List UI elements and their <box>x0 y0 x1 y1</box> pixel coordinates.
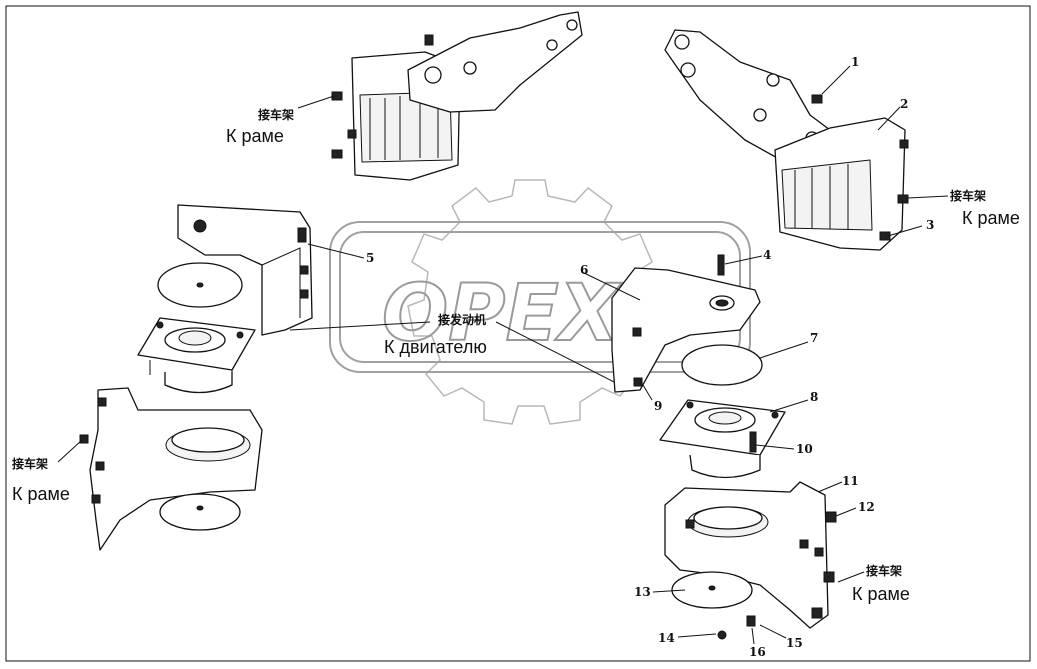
engine-cn: 接发动机 <box>438 312 486 327</box>
engine-ru: К двигателю <box>384 337 487 357</box>
part-label-15: 15 <box>786 636 803 650</box>
bracket-left-bottom <box>79 387 263 551</box>
part-label-1: 1 <box>851 55 859 69</box>
top-left-mount <box>331 11 583 181</box>
nut-14 <box>717 630 727 640</box>
top-right-frame-cn: 接车架 <box>950 188 986 203</box>
top-right-mount <box>664 29 909 251</box>
bracket-6 <box>611 254 761 393</box>
part-label-14: 14 <box>658 631 675 645</box>
diagram-border <box>5 5 1031 662</box>
bolt-16 <box>746 615 756 627</box>
bracket-11 <box>664 481 837 629</box>
washer-13-hole <box>708 585 716 591</box>
left-frame-ru: К раме <box>12 484 70 504</box>
part-label-11: 11 <box>842 474 859 488</box>
rubber-mount-8 <box>659 399 786 479</box>
part-label-9: 9 <box>654 399 662 413</box>
bracket-5 <box>177 204 313 336</box>
washer-7 <box>681 344 763 386</box>
top-right-frame-ru: К раме <box>962 208 1020 228</box>
part-label-7: 7 <box>810 331 818 345</box>
watermark-text: OPEX <box>382 269 623 359</box>
bottom-right-frame-cn: 接车架 <box>866 563 902 578</box>
part-label-5: 5 <box>366 251 374 265</box>
watermark-gear <box>407 179 657 425</box>
part-label-13: 13 <box>634 585 651 599</box>
bottom-right-frame-ru: К раме <box>852 584 910 604</box>
part-label-16: 16 <box>749 645 766 659</box>
washer-left-upper-hole <box>196 282 204 288</box>
leader-lines <box>581 255 857 645</box>
part-label-6: 6 <box>580 263 588 277</box>
part-label-4: 4 <box>763 248 771 262</box>
part-label-3: 3 <box>926 218 934 232</box>
part-label-10: 10 <box>796 442 813 456</box>
washer-left-lower <box>159 493 241 531</box>
part-label-2: 2 <box>900 97 908 111</box>
top-left-frame-ru: К раме <box>226 126 284 146</box>
part-label-8: 8 <box>810 390 818 404</box>
rubber-mount-left <box>137 317 256 394</box>
left-frame-cn: 接车架 <box>12 456 48 471</box>
part-label-12: 12 <box>858 500 875 514</box>
top-left-frame-cn: 接车架 <box>258 107 294 122</box>
washer-left-lower-hole <box>196 505 204 511</box>
